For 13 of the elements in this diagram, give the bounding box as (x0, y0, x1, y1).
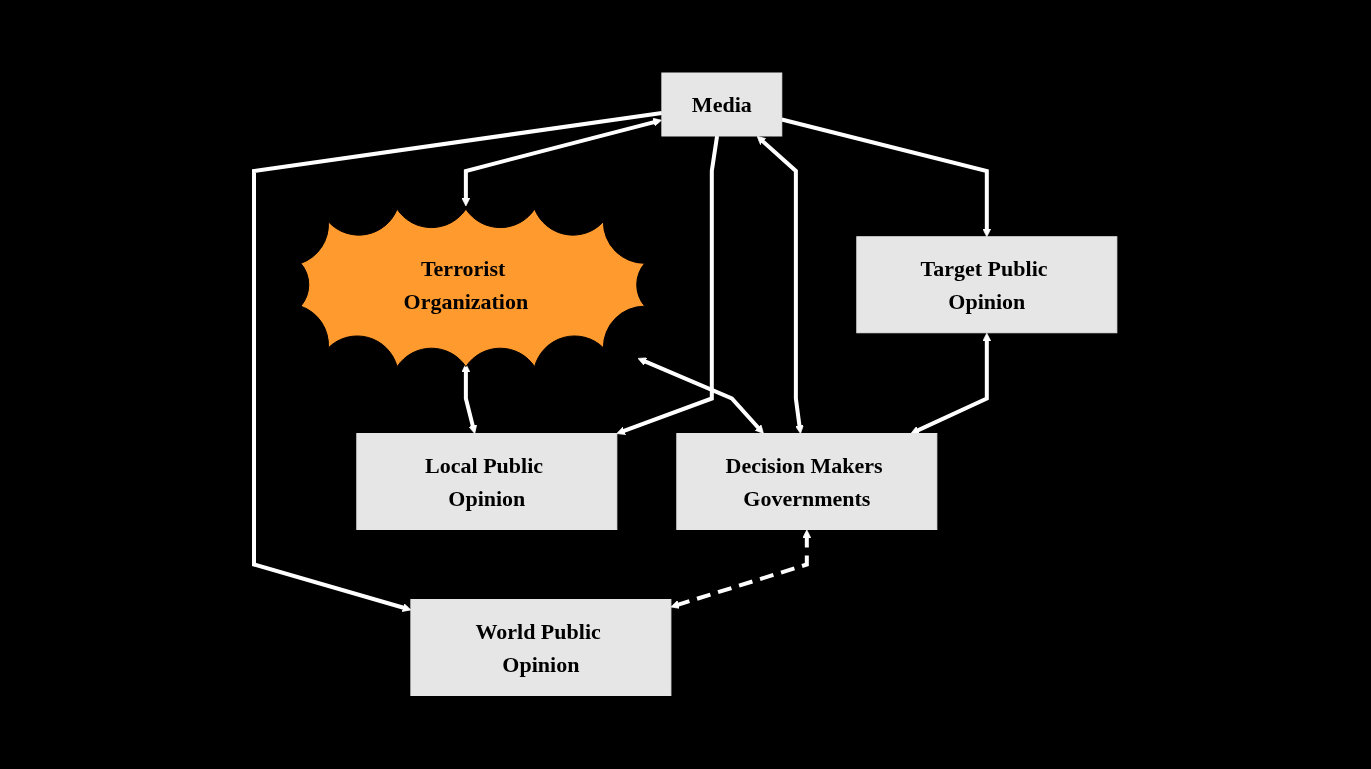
arrow (781, 117, 992, 238)
arrow (670, 529, 812, 609)
arrow (461, 118, 662, 207)
arrow (252, 111, 663, 613)
node-box: Decision Makers Governments (676, 433, 938, 531)
node-box: Media (661, 72, 783, 137)
node-box: Target Public Opinion (856, 236, 1118, 334)
node-box: World Public Opinion (410, 599, 672, 697)
arrow (910, 333, 992, 435)
arrow (637, 357, 764, 435)
arrow (756, 136, 804, 435)
node-box: Local Public Opinion (356, 433, 618, 531)
arrow (616, 135, 720, 436)
